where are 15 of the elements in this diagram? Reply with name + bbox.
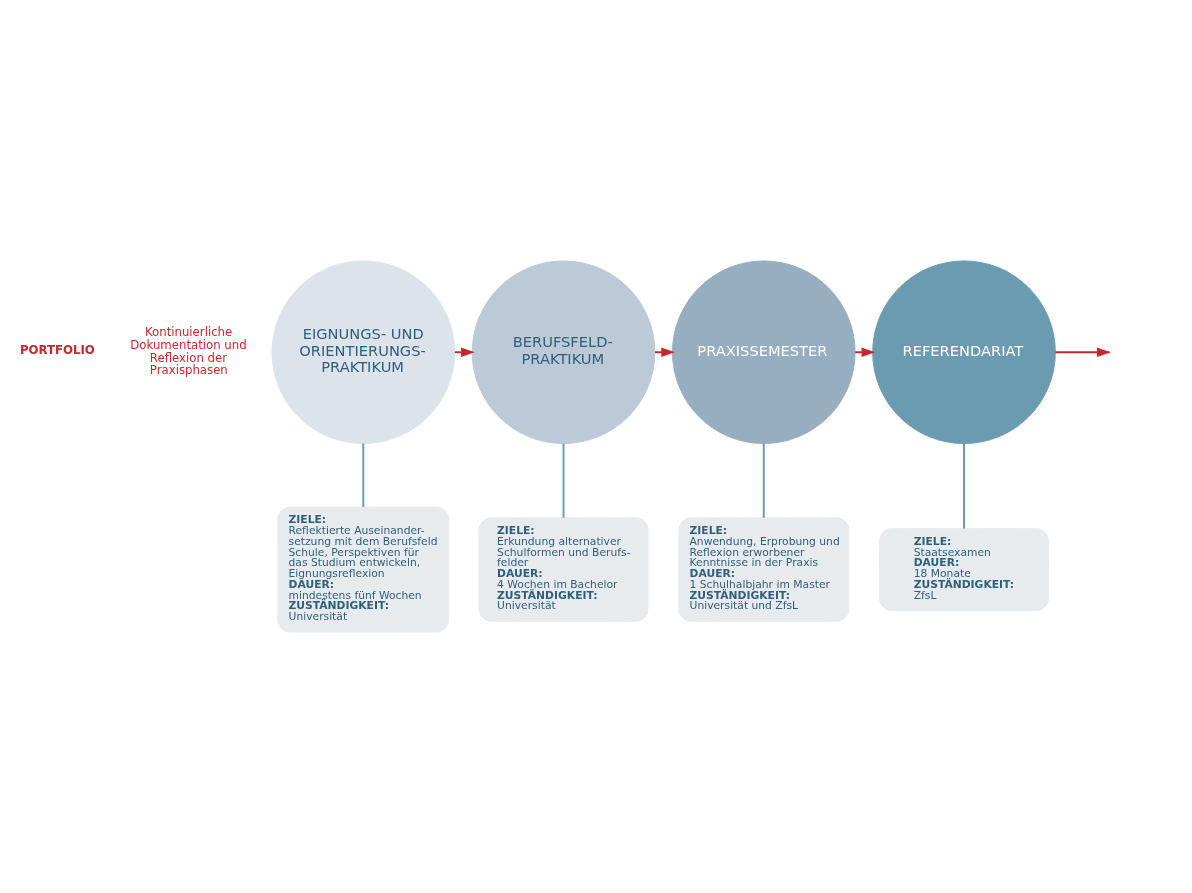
node-circle: PRAXISSEMESTER <box>671 260 856 445</box>
node-box: ZIELE: Reflektierte Auseinander- setzung mit dem Berufsfeld Schule, Perspektiven für das Studium entwickeln, Eignungsreflexion DAUER: mindestens fünf Wochen ZUSTÄNDIGKEIT: Universität <box>277 506 450 633</box>
label: PORTFOLIO <box>19 343 95 358</box>
node-box: ZIELE: Erkundung alternativer Schulformen und Berufs- felder DAUER: 4 Wochen im Bachelor ZUSTÄNDIGKEIT: Universität <box>478 517 649 622</box>
connector <box>963 442 965 530</box>
node-circle: BERUFSFELD- PRAKTIKUM <box>471 260 656 445</box>
connector <box>562 442 565 519</box>
label: Kontinuierliche Dokumentation und Reflexion der Praxisphasen <box>130 325 247 378</box>
connector <box>762 442 765 519</box>
connector <box>362 442 365 508</box>
node-circle: EIGNUNGS- UND ORIENTIERUNGS- PRAKTIKUM <box>271 260 456 445</box>
node-box: ZIELE: Staatsexamen DAUER: 18 Monate ZUSTÄNDIGKEIT: ZfsL <box>879 528 1049 612</box>
node-box: ZIELE: Anwendung, Erprobung und Reflexion erworbener Kenntnisse in der Praxis DAUER: 1 Schulhalbjahr im Master ZUSTÄNDIGKEIT: Universität und ZfsL <box>678 517 850 622</box>
arrow <box>854 347 876 358</box>
node-circle: REFERENDARIAT <box>872 260 1056 445</box>
